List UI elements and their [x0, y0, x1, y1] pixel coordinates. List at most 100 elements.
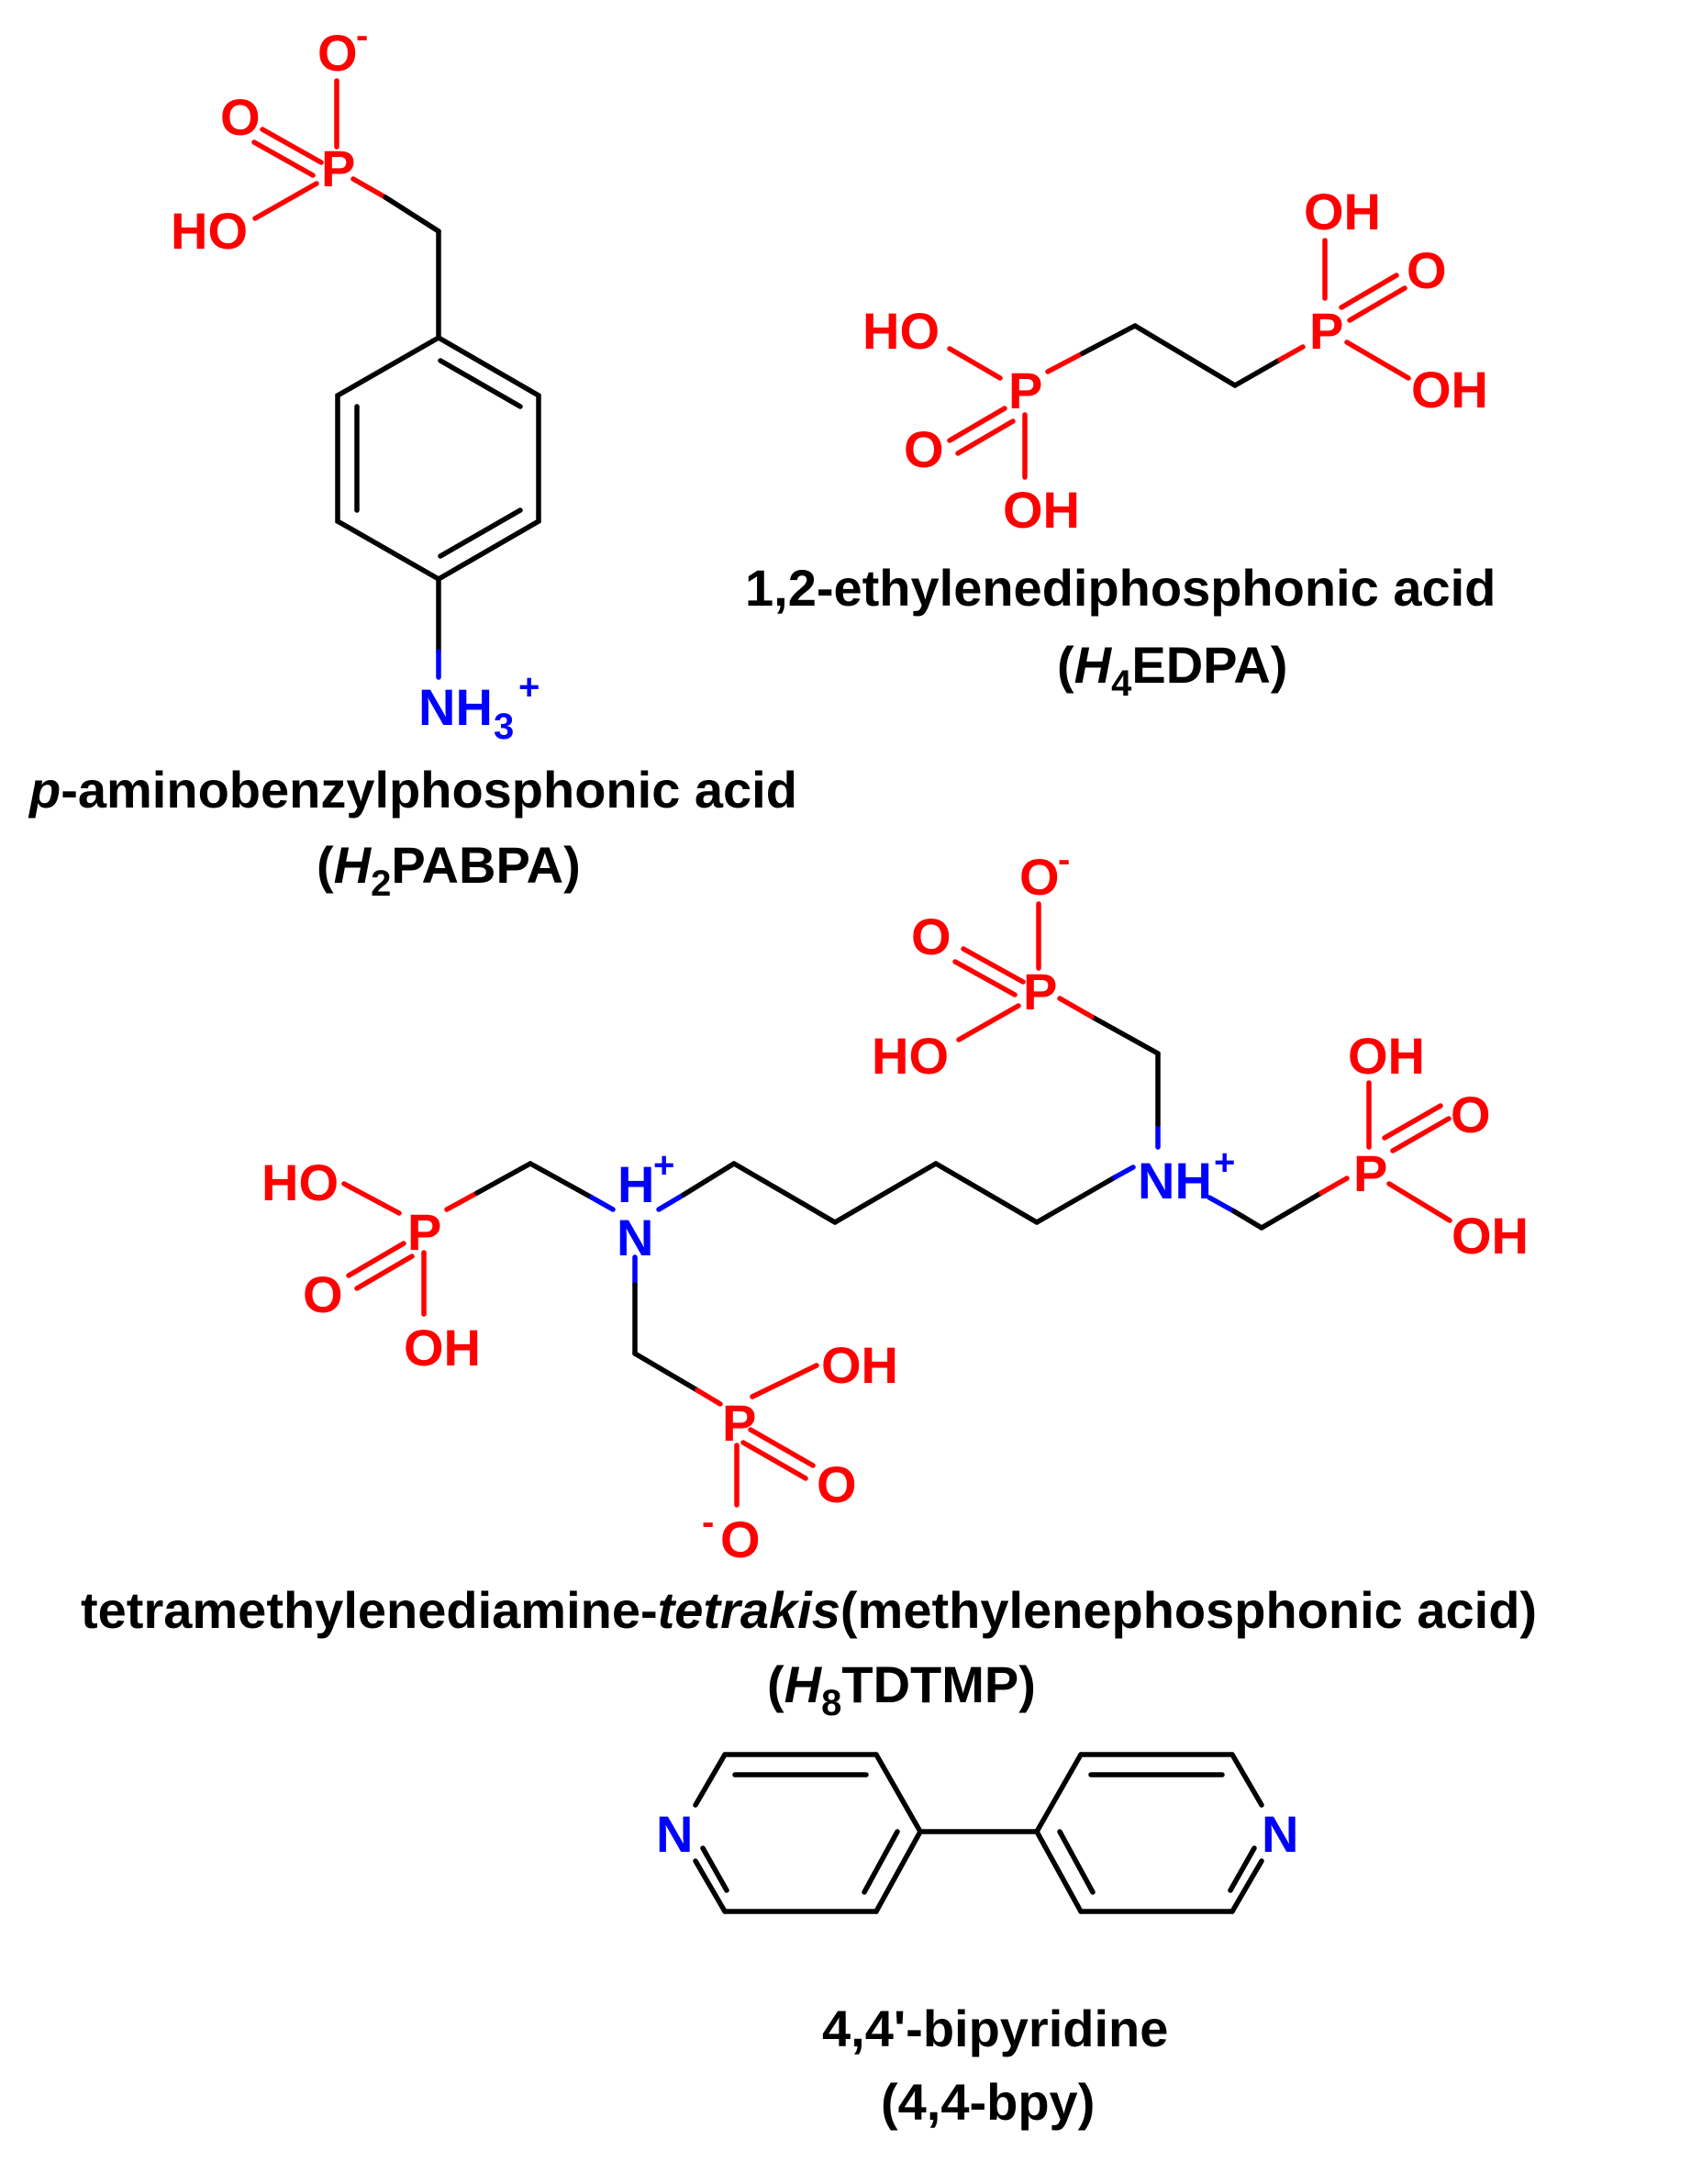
bpy-right-inner-2	[1057, 1829, 1096, 1895]
charge-minus: -	[356, 16, 368, 56]
bpy-left-ring-bond-6	[693, 1752, 728, 1808]
atom-nh3-subscript: 3	[494, 707, 514, 747]
benzene-ring	[335, 334, 541, 583]
bond-left-p-ch2	[474, 1161, 533, 1196]
bond-p-left-o-double-b	[955, 418, 1016, 456]
atom-p-right: P	[1309, 302, 1343, 360]
atom-o-minus-bottom: O	[720, 1510, 761, 1568]
bpy-right-ring-bond-6	[1034, 1829, 1084, 1914]
bond-p-bottom-o-double-a	[748, 1427, 816, 1468]
bond-p-ch2	[383, 195, 441, 234]
atom-o-left: O	[904, 420, 944, 478]
atom-p-right: P	[1353, 1144, 1387, 1202]
bond-p-right-o-double-b	[1347, 285, 1407, 323]
molecule-tdtmp: HO P O OH H + N P OH O - O O - O P HO NH…	[81, 840, 1537, 1723]
bond-left-p-o-double-a	[346, 1241, 406, 1278]
bond-left-p-o-double-b	[354, 1254, 415, 1291]
bond-ch2-ch2-a	[1080, 323, 1138, 356]
charge-plus-right: +	[1214, 1142, 1235, 1183]
atom-o-minus-top: O	[1019, 848, 1060, 906]
molecule-pabpa: O - O P HO NH 3 + p-aminobenzylphosphoni…	[28, 16, 797, 904]
bpy-left-inner-2	[862, 1829, 900, 1895]
atom-ho-left: HO	[862, 302, 940, 360]
bond-ch2-p-bottom	[632, 1351, 700, 1393]
bond-n-left-chain-blue	[656, 1192, 686, 1212]
bond-ch2-p-right	[1232, 357, 1283, 388]
molecule-edpa: HO P O OH OH O P OH 1,2-ethylenediphosph…	[745, 183, 1496, 704]
atom-o-top: O	[911, 908, 951, 965]
bond-p-ch2-red	[350, 176, 388, 200]
bpy-left-inner-3	[700, 1845, 729, 1893]
bond-chain-5-blue	[1112, 1164, 1136, 1180]
atom-ho-top: HO	[872, 1027, 949, 1085]
pabpa-name: p-aminobenzylphosphonic acid	[28, 761, 797, 819]
tdtmp-abbreviation: (H8TDTMP)	[767, 1655, 1036, 1723]
atom-oh-left: OH	[404, 1319, 481, 1376]
atom-o-left: O	[303, 1265, 343, 1323]
atom-n-left: N	[617, 1209, 653, 1266]
atom-o-minus: O	[317, 24, 358, 82]
atom-o-right: O	[1451, 1086, 1491, 1143]
atom-p-bottom: P	[722, 1394, 756, 1452]
charge-plus-left: +	[653, 1145, 674, 1186]
bond-p-right-o-double-a	[1339, 273, 1399, 310]
benzene-inner-bond-1	[438, 358, 523, 409]
atom-p-left: P	[407, 1203, 441, 1261]
atom-ho: HO	[171, 202, 248, 260]
bond-ch2-p-right-red	[1318, 1176, 1350, 1196]
edpa-name: 1,2-ethylenediphosphonic acid	[745, 559, 1496, 617]
atom-p-top: P	[1023, 963, 1057, 1020]
bpy-left-ring-bond-3	[873, 1829, 923, 1914]
charge-minus-bottom: -	[702, 1502, 714, 1543]
pabpa-abbreviation: (H2PABPA)	[317, 836, 581, 904]
bond-p-right-o-double-b	[1390, 1116, 1452, 1153]
atom-ho-left: HO	[261, 1153, 339, 1211]
bond-p-right-o-double-a	[1382, 1103, 1443, 1141]
atom-o-double: O	[220, 88, 261, 146]
bond-p-top-ho	[956, 1003, 1021, 1042]
bond-chain-1	[681, 1161, 737, 1198]
bond-p-o-double-b	[251, 139, 316, 178]
benzene-inner-bond-2	[438, 507, 523, 559]
bond-p-right-oh	[1344, 340, 1411, 381]
edpa-abbreviation: (H4EDPA)	[1057, 636, 1287, 704]
bond-n-right-ch2	[1231, 1209, 1264, 1231]
atom-n-right: N	[1262, 1805, 1298, 1863]
bond-chain-2	[731, 1161, 838, 1225]
bond-p-oh	[252, 181, 319, 221]
bpy-abbreviation: (4,4-bpy)	[881, 2073, 1095, 2131]
bond-ch2-p-top	[1089, 1014, 1161, 1056]
charge-plus: +	[518, 667, 540, 708]
molecule-bpy: N N 4,4'-bipyridine (4,4-bpy)	[656, 1752, 1298, 2131]
bond-ch2-p-top-red	[1057, 996, 1095, 1020]
atom-p: P	[321, 139, 355, 197]
bond-ho-p-left	[947, 346, 1003, 381]
bpy-name: 4,4'-bipyridine	[822, 2000, 1168, 2057]
atom-p-left: P	[1008, 362, 1042, 419]
bpy-left-ring-bond-5	[693, 1858, 728, 1914]
atom-oh-right-top: OH	[1348, 1027, 1425, 1085]
bpy-left-ring-bond-2	[873, 1752, 923, 1834]
bond-left-p-ch2-red	[444, 1190, 480, 1212]
bond-n-right-ch2-blue	[1207, 1195, 1237, 1214]
charge-minus-top: -	[1058, 840, 1070, 880]
bond-p-right-oh	[1386, 1181, 1452, 1223]
bond-p-top-o-double-b	[952, 959, 1018, 997]
bond-p-left-ch2	[1045, 351, 1085, 374]
bpy-right-ring-bond-1	[1034, 1752, 1084, 1834]
bpy-right-ring-bond-4	[1229, 1858, 1264, 1914]
bond-p-o-double-a	[260, 127, 324, 165]
atom-nh3: NH	[418, 678, 493, 736]
atom-nh-right: NH	[1138, 1152, 1212, 1209]
bond-p-top-o-double-a	[961, 946, 1026, 985]
atom-oh-right: OH	[1411, 361, 1488, 418]
atom-n-left: N	[656, 1805, 693, 1863]
bond-chain-3	[832, 1161, 939, 1225]
atom-o-right: O	[1407, 241, 1447, 299]
atom-oh-bottom: OH	[821, 1336, 898, 1394]
bond-left-ho-p	[341, 1181, 402, 1216]
tdtmp-name: tetramethylenediamine-tetrakis(methylene…	[81, 1581, 1537, 1639]
bond-ch2-ch2-b	[1132, 323, 1238, 388]
atom-oh-top: OH	[1304, 183, 1381, 240]
